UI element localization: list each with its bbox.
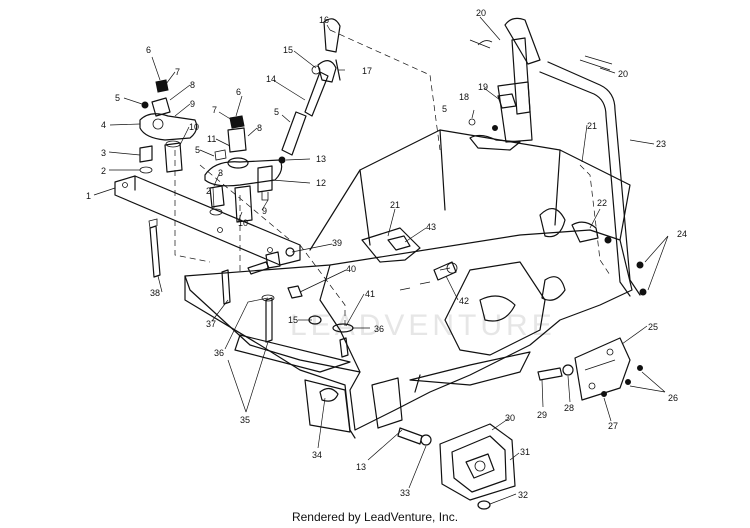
- callout-2: 2: [101, 166, 106, 176]
- callout-39: 39: [332, 238, 342, 248]
- left-bellcrank: [139, 79, 198, 174]
- main-frame: [184, 129, 633, 431]
- phantom-lines: [174, 29, 441, 330]
- callout-37: 37: [206, 319, 216, 329]
- callout-9: 9: [190, 99, 195, 109]
- callout-1: 1: [86, 191, 91, 201]
- callout-40: 40: [346, 264, 356, 274]
- callout-24: 24: [677, 229, 687, 239]
- callout-28: 28: [564, 403, 574, 413]
- shock-rod: [281, 18, 341, 156]
- callout-34: 34: [312, 450, 322, 460]
- callout-27: 27: [608, 421, 618, 431]
- callout-22: 22: [597, 198, 607, 208]
- callout-3b: 3: [218, 168, 223, 178]
- callout-5: 5: [115, 93, 120, 103]
- callout-16: 16: [319, 15, 329, 25]
- callout-29: 29: [537, 410, 547, 420]
- callout-8: 8: [190, 80, 195, 90]
- leader-lines: [93, 16, 669, 505]
- callout-11: 11: [207, 134, 216, 144]
- credit-text: Rendered by LeadVenture, Inc.: [291, 510, 459, 524]
- callout-31: 31: [520, 447, 530, 457]
- front-rail: [114, 175, 301, 266]
- mount-plate-25: [574, 337, 631, 401]
- callout-12: 12: [316, 178, 326, 188]
- callout-8b: 8: [257, 123, 262, 133]
- callout-32: 32: [518, 490, 528, 500]
- fasteners: [148, 218, 647, 510]
- callout-23: 23: [656, 139, 666, 149]
- callout-7b: 7: [212, 105, 217, 115]
- callout-21b: 21: [390, 200, 400, 210]
- callout-3: 3: [101, 148, 106, 158]
- right-rail: [539, 61, 641, 297]
- callout-20: 20: [476, 8, 486, 18]
- callout-17: 17: [362, 66, 372, 76]
- callout-30: 30: [505, 413, 515, 423]
- callout-5d: 5: [442, 104, 447, 114]
- callout-5c: 5: [195, 145, 200, 155]
- callout-10: 10: [189, 122, 199, 132]
- boot-cover: [439, 423, 516, 501]
- callout-36b: 36: [214, 348, 224, 358]
- center-bellcrank: [204, 115, 286, 223]
- callout-26: 26: [668, 393, 678, 403]
- callout-4: 4: [101, 120, 106, 130]
- callout-19: 19: [478, 82, 488, 92]
- callout-10b: 10: [238, 218, 248, 228]
- callout-5b: 5: [274, 107, 279, 117]
- lower-plate: [184, 275, 403, 439]
- callout-43: 43: [426, 222, 436, 232]
- callout-36: 36: [374, 324, 384, 334]
- callout-9b: 9: [262, 206, 267, 216]
- bracket-43: [361, 221, 612, 263]
- callout-35: 35: [240, 415, 250, 425]
- callout-41: 41: [365, 289, 375, 299]
- callout-6b: 6: [236, 87, 241, 97]
- callout-labels: 1 2 3 4 5 6 7 8 9 10 6 7 8 5 11 5 3 2 10…: [86, 8, 687, 500]
- callout-15b: 15: [288, 315, 298, 325]
- callout-13: 13: [316, 154, 326, 164]
- steering-column: [468, 17, 613, 151]
- callout-38: 38: [150, 288, 160, 298]
- callout-42: 42: [459, 296, 469, 306]
- callout-20b: 20: [618, 69, 628, 79]
- callout-13b: 13: [356, 462, 366, 472]
- callout-21: 21: [587, 121, 597, 131]
- callout-6: 6: [146, 45, 151, 55]
- callout-25: 25: [648, 322, 658, 332]
- callout-33: 33: [400, 488, 410, 498]
- callout-2b: 2: [206, 186, 211, 196]
- callout-7: 7: [175, 67, 180, 77]
- callout-15: 15: [283, 45, 293, 55]
- callout-14: 14: [266, 74, 276, 84]
- callout-18: 18: [459, 92, 469, 102]
